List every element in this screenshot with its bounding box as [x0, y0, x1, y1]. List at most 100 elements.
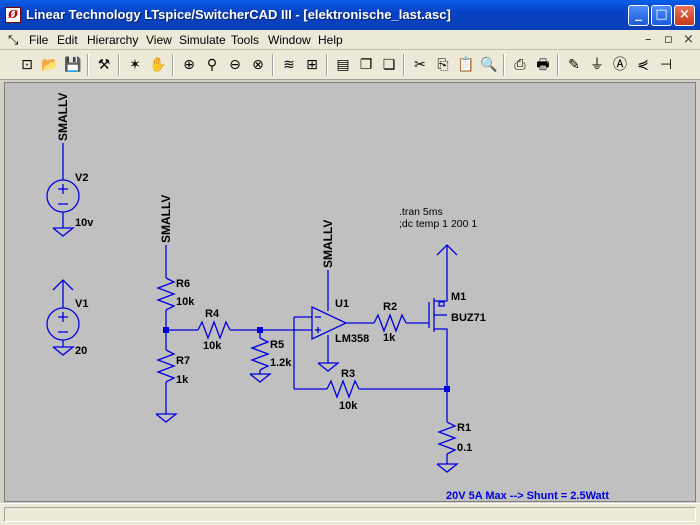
junction-r4-r5 — [257, 327, 263, 333]
value-r5: 1.2k — [270, 357, 292, 369]
value-r4: 10k — [203, 340, 222, 352]
minimize-button[interactable]: _ — [628, 5, 649, 26]
label-m1: M1 — [451, 291, 466, 303]
label-v2: V2 — [75, 172, 88, 184]
menu-view[interactable]: View — [146, 33, 172, 47]
ground-v2 — [52, 227, 75, 237]
menu-edit[interactable]: Edit — [57, 33, 78, 47]
label-r7: R7 — [176, 355, 190, 367]
zoom-cancel-icon[interactable]: ⊗ — [252, 57, 264, 73]
resistor-r6 — [156, 277, 176, 311]
label-r6: R6 — [176, 278, 190, 290]
resistor-r1 — [437, 421, 457, 455]
draw-wire-icon[interactable]: ✎ — [568, 57, 580, 73]
plot-settings-icon[interactable]: ≋ — [283, 57, 295, 73]
close-button[interactable]: × — [674, 5, 695, 26]
label-r1: R1 — [457, 422, 471, 434]
schematic-canvas[interactable]: SMALLV SMALLV SMALLV V2 10v V1 20 R6 10k… — [4, 82, 696, 502]
tile-horizontal-icon[interactable]: ▤ — [336, 57, 350, 73]
ground-v1 — [52, 346, 75, 356]
menu-file[interactable]: File — [29, 33, 49, 47]
resistor-r5 — [250, 337, 270, 371]
capacitor-icon[interactable]: ⊣ — [659, 57, 673, 73]
label-r2: R2 — [383, 301, 397, 313]
schematic-drawing[interactable]: SMALLV SMALLV SMALLV V2 10v V1 20 R6 10k… — [5, 83, 695, 502]
toolbar-separator — [118, 54, 120, 76]
resistor-r7 — [156, 349, 176, 383]
document-icon[interactable]: ⤡ — [8, 32, 19, 47]
zoom-out-icon[interactable]: ⊖ — [229, 57, 241, 73]
supply-arrow-m1 — [436, 244, 458, 256]
close-all-icon[interactable]: ❏ — [382, 57, 396, 73]
label-r3: R3 — [341, 368, 355, 380]
undo-print-preview-icon[interactable]: ⎙ — [514, 57, 526, 73]
ground-r5 — [249, 373, 272, 383]
mdi-minimize-button[interactable]: – — [645, 32, 652, 47]
resistor-r3 — [326, 379, 360, 399]
cascade-icon[interactable]: ❐ — [359, 57, 373, 73]
auto-range-icon[interactable]: ⊞ — [306, 57, 318, 73]
cut-icon[interactable]: ✂ — [414, 57, 426, 73]
open-icon[interactable]: 📂 — [41, 57, 59, 73]
value-v2: 10v — [75, 217, 94, 229]
label-net-icon[interactable]: Ⓐ — [613, 57, 627, 73]
zoom-in-icon[interactable]: ⊕ — [183, 57, 195, 73]
mosfet-body-diode — [438, 301, 445, 307]
toolbar-separator — [503, 54, 505, 76]
net-label-smallv-opamp: SMALLV — [321, 220, 335, 268]
maximize-button[interactable]: □ — [651, 5, 672, 26]
window-title: Linear Technology LTspice/SwitcherCAD II… — [26, 7, 451, 22]
paste-icon[interactable]: 📋 — [457, 57, 475, 73]
zoom-pan-icon[interactable]: ⚲ — [206, 57, 218, 73]
menu-simulate[interactable]: Simulate — [179, 33, 226, 47]
halt-icon[interactable]: ✋ — [149, 57, 167, 73]
new-schematic-icon[interactable]: ⊡ — [21, 57, 33, 73]
value-v1: 20 — [75, 345, 87, 357]
mdi-restore-button[interactable]: ▫ — [664, 32, 673, 47]
menu-window[interactable]: Window — [268, 33, 311, 47]
resistor-r4 — [197, 320, 231, 340]
opamp-u1 — [311, 305, 348, 341]
ltspice-app-icon[interactable]: Ø — [5, 7, 21, 23]
junction-m1-r1-r3 — [444, 386, 450, 392]
menu-hierarchy[interactable]: Hierarchy — [87, 33, 139, 47]
net-label-smallv-v2: SMALLV — [56, 93, 70, 141]
menu-tools[interactable]: Tools — [231, 33, 260, 47]
mdi-close-button[interactable]: × — [683, 32, 694, 47]
ground-r7 — [155, 413, 178, 423]
ground-icon[interactable]: ⏚ — [590, 57, 604, 73]
menu-help[interactable]: Help — [318, 33, 343, 47]
status-text — [4, 507, 696, 522]
supply-arrow-v1 — [52, 279, 74, 291]
label-r4: R4 — [205, 308, 220, 320]
ground-opamp — [317, 362, 340, 372]
menu-bar: ⤡ File Edit Hierarchy View Simulate Tool… — [0, 30, 700, 50]
print-icon[interactable]: 🖶 — [536, 57, 550, 73]
title-bar[interactable]: Ø Linear Technology LTspice/SwitcherCAD … — [0, 0, 700, 30]
toolbar-separator — [557, 54, 559, 76]
value-u1: LM358 — [335, 333, 369, 345]
component-icon[interactable]: ⋞ — [637, 57, 649, 73]
value-m1: BUZ71 — [451, 312, 486, 324]
spice-directive-tran: .tran 5ms — [399, 206, 443, 218]
mosfet-source — [434, 328, 448, 390]
value-r1: 0.1 — [457, 442, 472, 454]
mosfet-drain — [434, 279, 448, 302]
resistor-r2 — [373, 313, 407, 333]
value-r6: 10k — [176, 296, 195, 308]
run-icon[interactable]: ✶ — [129, 57, 141, 73]
control-panel-icon[interactable]: ⚒ — [97, 57, 111, 73]
status-bar — [0, 503, 700, 525]
value-r2: 1k — [383, 332, 396, 344]
toolbar-separator — [326, 54, 328, 76]
copy-icon[interactable]: ⎘ — [437, 57, 449, 73]
value-r3: 10k — [339, 400, 358, 412]
save-icon[interactable]: 💾 — [64, 57, 82, 73]
toolbar-separator — [172, 54, 174, 76]
toolbar: ⊡ 📂 💾 ⚒ ✶ ✋ ⊕ ⚲ ⊖ ⊗ ≋ ⊞ ▤ ❐ ❏ ✂ ⎘ 📋 🔍 ⎙ 🖶 ✎ ⏚ Ⓐ ⋞ ⊣ — [0, 50, 700, 80]
ground-r1 — [436, 463, 459, 473]
value-r7: 1k — [176, 374, 189, 386]
schematic-comment: 20V 5A Max --> Shunt = 2.5Watt — [446, 490, 609, 501]
find-icon[interactable]: 🔍 — [480, 57, 498, 73]
spice-directive-dc: ;dc temp 1 200 1 — [399, 218, 477, 230]
